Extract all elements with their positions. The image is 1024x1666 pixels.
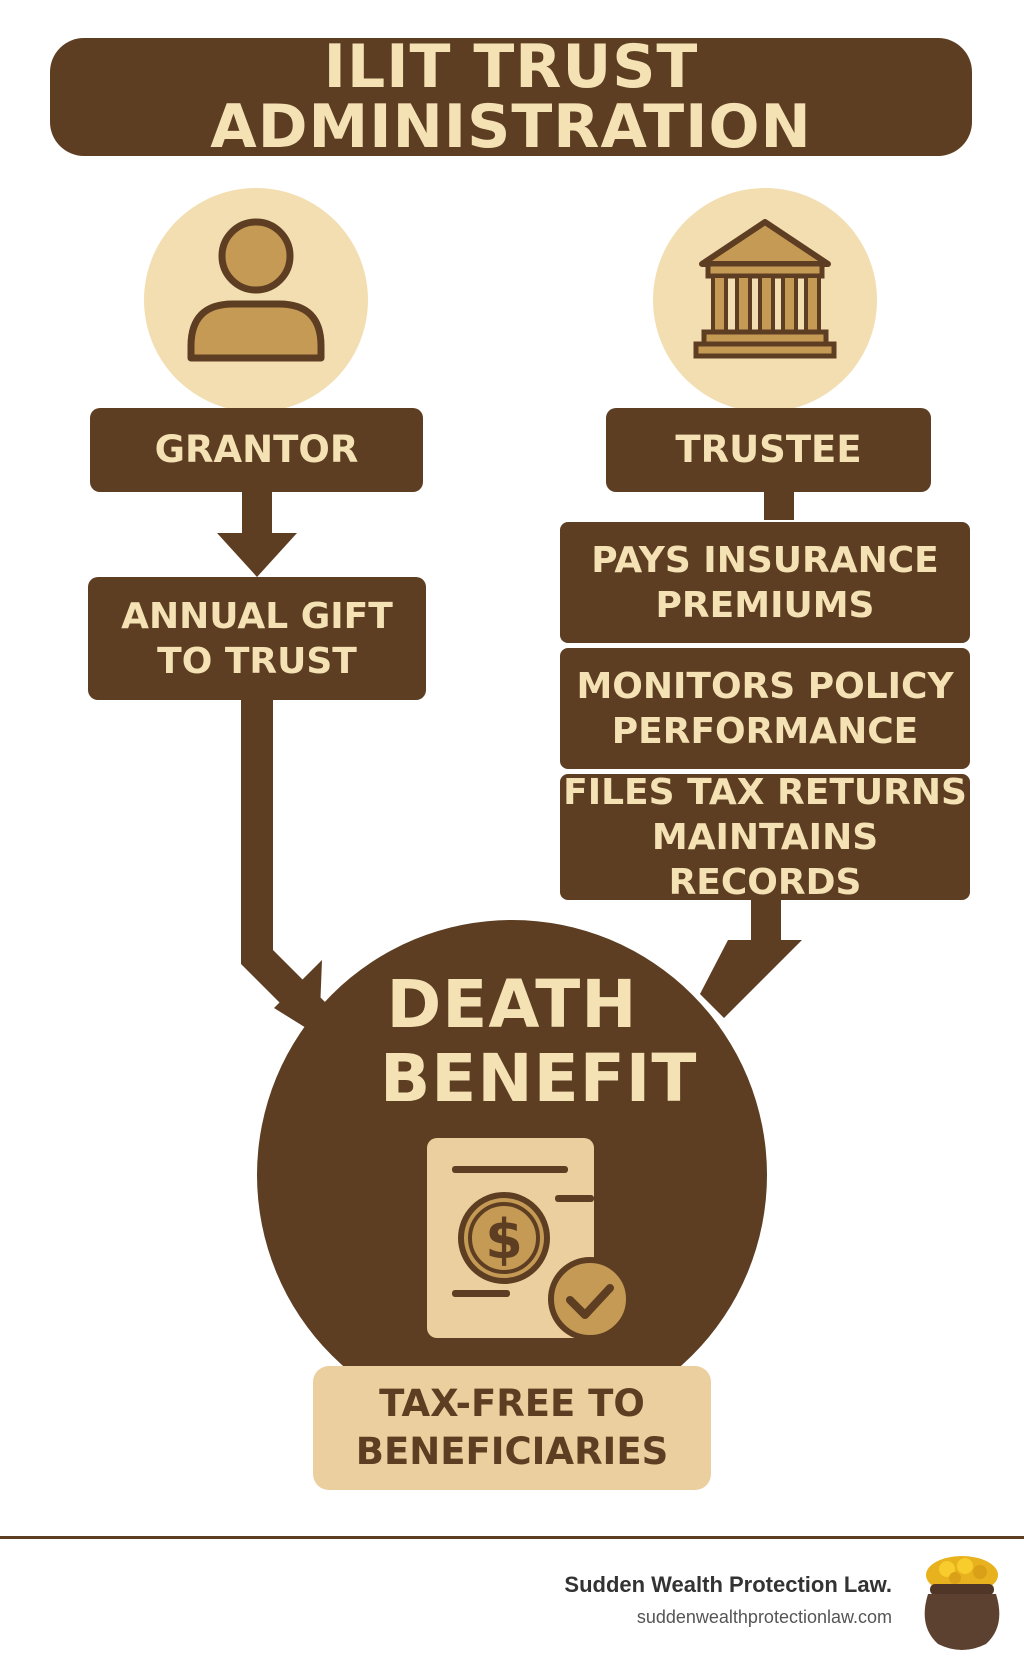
person-icon <box>144 188 368 412</box>
page-title: ILIT TRUST ADMINISTRATION <box>50 37 972 157</box>
bank-building-icon <box>653 188 877 412</box>
tax-free-result: TAX-FREE TO BENEFICIARIES <box>313 1366 711 1490</box>
duties-to-benefit-arrow <box>700 900 802 1018</box>
duty-files-tax-returns: FILES TAX RETURNS MAINTAINS RECORDS <box>560 772 970 903</box>
footer-divider <box>0 1536 1024 1539</box>
gold-pot-icon <box>924 1556 1000 1650</box>
brand-name: Sudden Wealth Protection Law. <box>564 1572 892 1597</box>
death-benefit-title: DEATH BENEFIT <box>380 966 698 1117</box>
brand-url[interactable]: suddenwealthprotectionlaw.com <box>636 1607 892 1627</box>
grantor-to-gift-arrow <box>217 490 297 577</box>
footer-brand: Sudden Wealth Protection Law. suddenweal… <box>564 1572 892 1628</box>
gift-to-benefit-arrow <box>241 700 326 1036</box>
svg-text:$: $ <box>485 1208 523 1271</box>
duty-pays-premiums: PAYS INSURANCE PREMIUMS <box>560 522 970 643</box>
policy-document-dollar-check-icon: $ <box>427 1138 632 1341</box>
trustee-label: TRUSTEE <box>606 408 931 492</box>
annual-gift-box: ANNUAL GIFT TO TRUST <box>88 577 426 700</box>
grantor-label: GRANTOR <box>90 408 423 492</box>
duty-monitors-policy: MONITORS POLICY PERFORMANCE <box>560 648 970 769</box>
trustee-connector <box>764 490 794 520</box>
